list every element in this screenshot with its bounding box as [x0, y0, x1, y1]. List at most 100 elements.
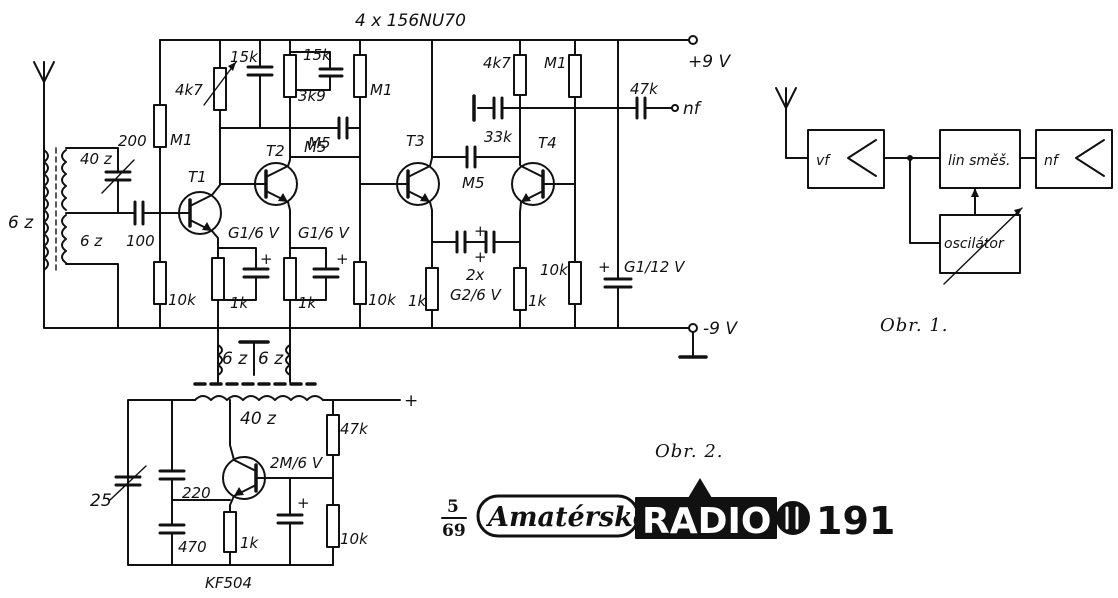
- oscillator-label: oscilátor: [944, 236, 1005, 252]
- t2-feedback-capacitor-value: 15k: [230, 48, 259, 66]
- osc-r-47k: [326, 414, 340, 456]
- m5-capacitor-a: [337, 116, 349, 140]
- coupling-capacitor-pair: + +: [455, 222, 496, 266]
- oscillator-block: [939, 214, 1021, 274]
- svg-text:+: +: [474, 248, 487, 266]
- coupling-pair-value: G2/6 V: [450, 286, 503, 304]
- figure1-caption: Obr. 1.: [880, 315, 949, 336]
- r-4k7-t4: [513, 54, 527, 96]
- logo-capacitor-icon: [776, 501, 810, 535]
- r-3k9: [283, 54, 297, 98]
- r-10k-t3-base: [353, 261, 367, 305]
- osc-tuning-capacitor-value: 25: [90, 491, 112, 511]
- r-10k-t4-value: 10k: [540, 261, 569, 279]
- osc-r-10k-value: 10k: [340, 530, 369, 548]
- t2-label: T2: [266, 142, 285, 160]
- t1-emitter-cap-value: G1/6 V: [228, 224, 281, 242]
- t1-emitter-resistor-value: 1k: [230, 294, 250, 312]
- t2-trimmer-value: 4k7: [175, 81, 203, 99]
- svg-text:+: +: [474, 222, 487, 240]
- osc-c-220: [158, 469, 186, 481]
- transistor-t1: [178, 191, 222, 235]
- t1-emitter-capacitor: +: [217, 247, 273, 301]
- block-diagram: vf lin směš. nf oscilátor Obr. 1.: [775, 87, 1113, 336]
- transistor-type-label: 4 x 156NU70: [355, 11, 466, 31]
- t2-emitter-cap-value: G1/6 V: [298, 224, 351, 242]
- t4-label: T4: [538, 134, 557, 152]
- osc-c-470: [158, 523, 186, 535]
- svg-text:+: +: [336, 250, 349, 268]
- mixer-label: lin směš.: [948, 153, 1010, 169]
- figure2-caption: Obr. 2.: [655, 441, 724, 462]
- input-coil-primary-label: 6 z: [8, 213, 34, 233]
- transistor-kf504: [222, 456, 334, 500]
- t2-trimmer-resistor: [203, 61, 237, 111]
- antenna-icon: [33, 61, 55, 86]
- input-capacitor-value: 100: [126, 232, 155, 250]
- osc-c-220-value: 220: [182, 484, 211, 502]
- r-1k-t4-emitter: [513, 267, 527, 311]
- osc-r-1k-value: 1k: [240, 534, 260, 552]
- osc-coil-a-label: 6 z: [222, 349, 248, 369]
- t2-feedback-capacitor: [246, 65, 274, 77]
- r-1k-t4-emitter-value: 1k: [528, 292, 548, 310]
- r-1k-t3-emitter-value: 1k: [408, 292, 428, 310]
- tuning-capacitor-value: 200: [118, 132, 147, 150]
- m5-capacitor-a-value: M5: [308, 134, 331, 152]
- r-m1-t4-value: M1: [544, 54, 567, 72]
- c-15k-feedback-value: 15k: [303, 46, 332, 64]
- transistor-t2: [219, 162, 298, 206]
- t1-base-resistor: [153, 261, 167, 305]
- t1-bias-resistor: [153, 104, 167, 148]
- negative-terminal: [688, 323, 698, 333]
- r-1k-t3-emitter: [425, 267, 439, 311]
- input-coupling-capacitor: [124, 200, 181, 226]
- input-coil-secondary-label: 40 z: [80, 150, 113, 168]
- transistor-t4: [511, 162, 576, 206]
- logo-script-text: Amatérské: [485, 502, 650, 533]
- svg-text:+: +: [598, 258, 611, 276]
- m5-capacitor-b-value: M5: [304, 138, 327, 156]
- t1-label: T1: [188, 168, 207, 186]
- positive-terminal: [688, 35, 698, 45]
- osc-c-2m: +: [276, 494, 310, 525]
- oscillator-main-coil: [194, 395, 324, 401]
- r-m1-top: [353, 54, 367, 98]
- m5-capacitor-c-value: M5: [462, 174, 485, 192]
- t1-emitter-resistor: [211, 257, 225, 301]
- coil-bottom-wire: [65, 263, 119, 329]
- t1-base-resistor-value: 10k: [168, 291, 197, 309]
- issue-number: 5: [447, 497, 459, 517]
- osc-transistor-label: KF504: [205, 574, 252, 592]
- osc-r-1k: [223, 511, 237, 553]
- af-amplifier-block: [1035, 129, 1113, 189]
- magazine-masthead: 5 69 Amatérské RADIO 191: [441, 478, 895, 543]
- osc-tuning-capacitor: [109, 465, 147, 501]
- issue-year: 69: [442, 521, 466, 541]
- af-amplifier-label: nf: [1044, 153, 1060, 169]
- coil-top-wire: [65, 147, 119, 161]
- rf-amplifier-label: vf: [816, 153, 831, 169]
- osc-r-47k-value: 47k: [340, 420, 369, 438]
- oscillator-coupling-coils: [217, 340, 291, 376]
- osc-main-coil-label: 40 z: [240, 409, 277, 429]
- osc-coil-b-label: 6 z: [258, 349, 284, 369]
- t1-bias-resistor-value: M1: [170, 131, 193, 149]
- t2-emitter-resistor-value: 1k: [298, 294, 318, 312]
- output-label: nf: [683, 99, 703, 119]
- input-coil-tap-label: 6 z: [80, 232, 103, 250]
- c-15k-feedback: [318, 67, 344, 78]
- coupling-pair-count: 2x: [466, 266, 485, 284]
- block-antenna-icon: [775, 87, 797, 113]
- tuning-capacitor: [101, 159, 135, 214]
- r-4k7-t4-value: 4k7: [483, 54, 511, 72]
- page-number: 191: [816, 499, 895, 543]
- receiver-schematic: 4 x 156NU70 +9 V -9 V 6 z 40 z 6 z: [8, 11, 738, 383]
- svg-text:+: +: [297, 494, 310, 512]
- osc-r-10k: [326, 504, 340, 548]
- r-3k9-value: 3k9: [298, 87, 326, 105]
- negative-supply-label: -9 V: [703, 319, 738, 339]
- r-10k-t3-base-value: 10k: [368, 291, 397, 309]
- positive-supply-label: +9 V: [688, 52, 731, 72]
